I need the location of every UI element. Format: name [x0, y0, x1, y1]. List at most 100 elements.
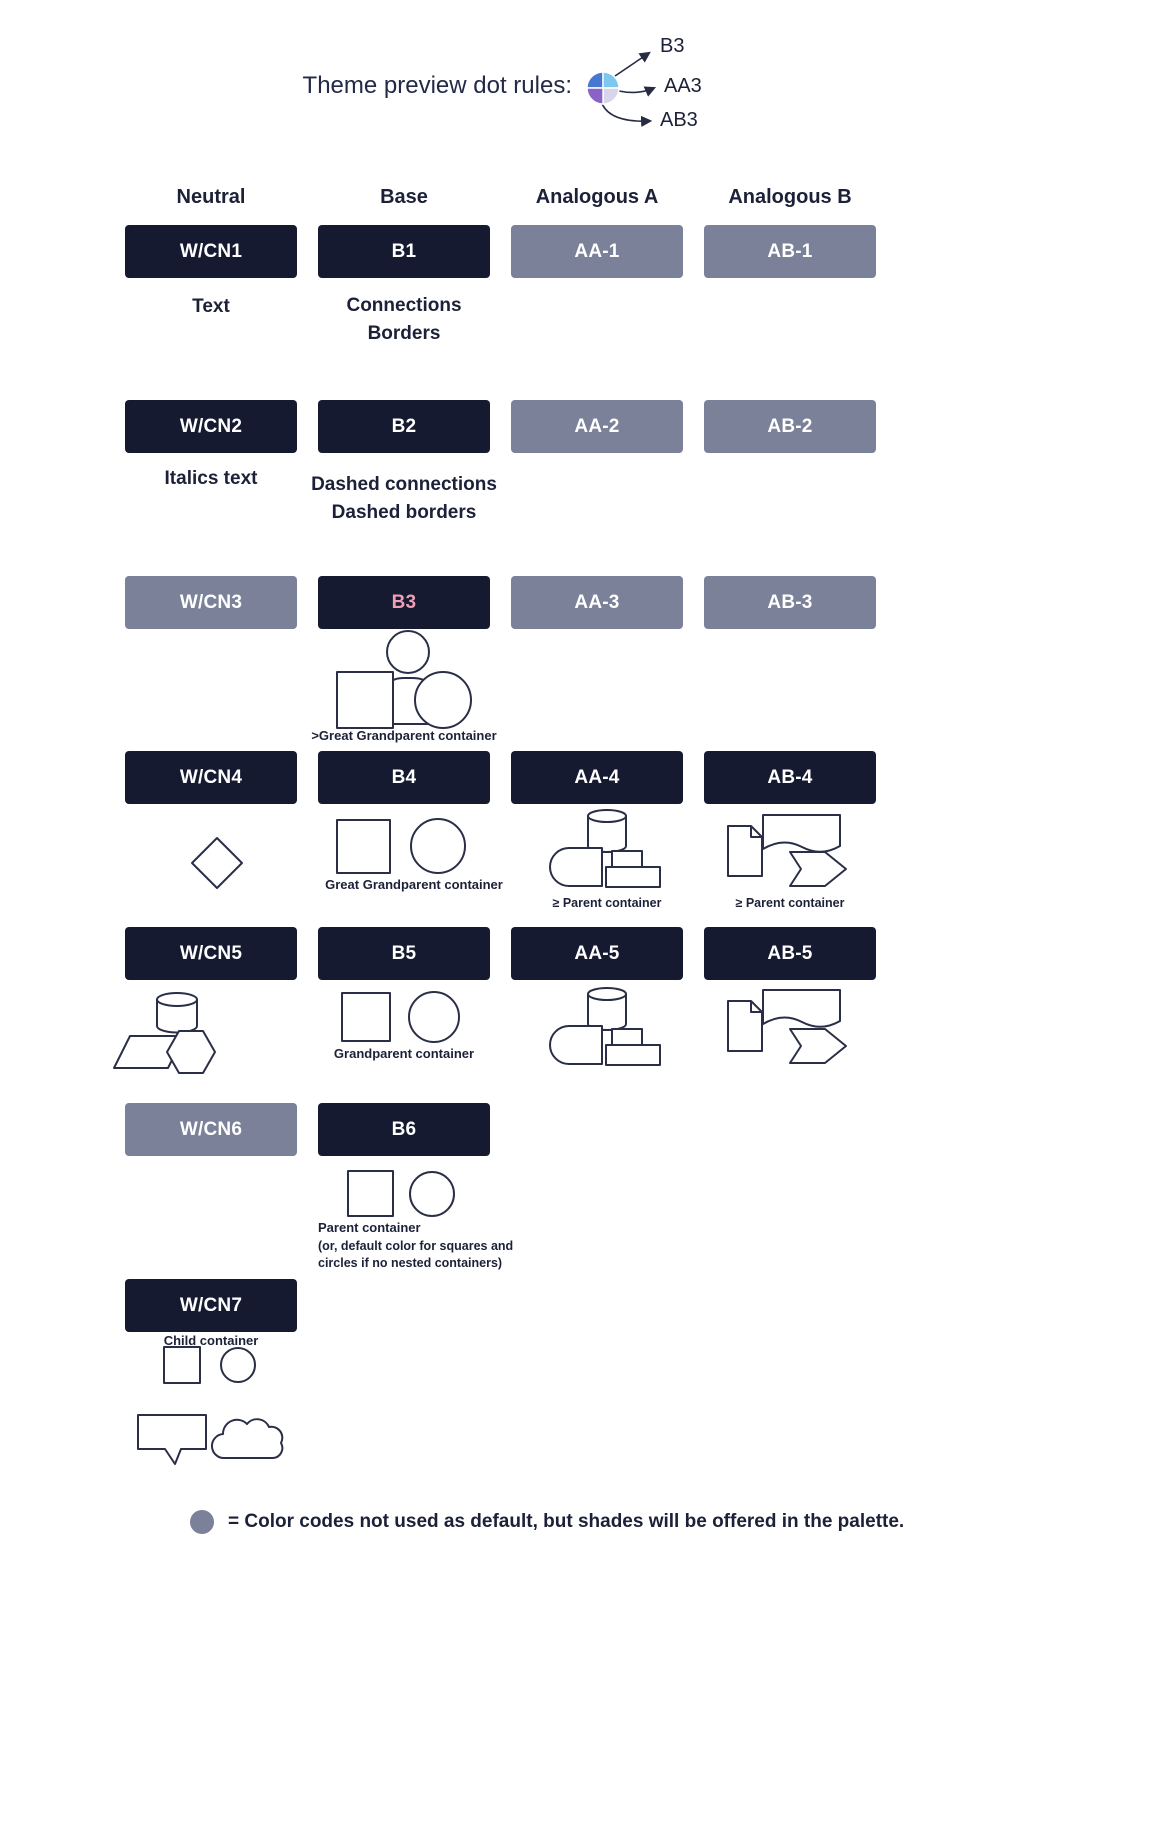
swatch-wcn4: W/CN4	[125, 751, 297, 804]
dogear-fold-icon	[750, 1001, 762, 1013]
cloud-icon	[211, 1418, 284, 1460]
swatch-wcn7: W/CN7	[125, 1279, 297, 1332]
swatch-ab3: AB-3	[704, 576, 876, 629]
shape-cluster-aa4	[549, 809, 661, 888]
square-icon	[336, 819, 391, 874]
caption-great-grandparent: Great Grandparent container	[325, 877, 503, 892]
square-icon	[336, 671, 394, 729]
legend-dot	[190, 1510, 214, 1534]
shape-cluster-wcn5	[113, 992, 216, 1074]
square-icon	[163, 1346, 201, 1384]
wide-rect-icon	[605, 866, 661, 888]
caption-great-grandparent-gt: >Great Grandparent container	[311, 728, 497, 743]
dot-slice-bottom-right	[602, 87, 620, 105]
swatch-aa1: AA-1	[511, 225, 683, 278]
dogear-page-icon	[727, 1000, 763, 1052]
caption-child: Child container	[163, 1333, 259, 1348]
hexagon-icon	[166, 1030, 216, 1074]
caption-parent-note: (or, default color for squares and circl…	[318, 1239, 514, 1270]
caption-italics-text: Italics text	[164, 468, 258, 489]
dot-label-b3: B3	[660, 35, 685, 57]
shape-cluster-b6	[347, 1170, 455, 1217]
arrow-to-ab3	[600, 100, 653, 128]
swatch-b3: B3	[318, 576, 490, 629]
caption-dashed-connections: Dashed connections	[311, 474, 497, 495]
swatch-wcn6: W/CN6	[125, 1103, 297, 1156]
shape-cluster-ab5	[727, 989, 847, 1064]
small-rect-icon	[611, 1028, 643, 1046]
swatch-wcn2: W/CN2	[125, 400, 297, 453]
swatch-b2: B2	[318, 400, 490, 453]
diamond-icon	[191, 837, 243, 889]
dot-label-ab3: AB3	[660, 109, 698, 131]
swatch-wcn3: W/CN3	[125, 576, 297, 629]
dot-slice-bottom-left	[586, 87, 604, 105]
cylinder-top-icon	[587, 809, 627, 823]
shape-cluster-wcn4-diamond	[191, 837, 243, 889]
caption-parent: Parent container	[318, 1220, 421, 1235]
caption-text: Text	[192, 296, 230, 317]
shape-cluster-wcn7-pair	[163, 1346, 256, 1384]
swatch-aa5: AA-5	[511, 927, 683, 980]
caption-ge-parent-aa: ≥ Parent container	[552, 896, 662, 910]
swatch-ab1: AB-1	[704, 225, 876, 278]
dogear-page-icon	[727, 825, 763, 877]
shape-cluster-b5	[341, 991, 460, 1043]
cylinder-top-icon	[156, 992, 198, 1007]
circle-icon	[409, 1171, 455, 1217]
wavy-document-icon	[762, 814, 841, 853]
swatch-ab4: AB-4	[704, 751, 876, 804]
shape-cluster-ab4	[727, 814, 847, 887]
arrow-to-b3	[614, 51, 651, 77]
swatch-b4: B4	[318, 751, 490, 804]
theme-dot-arrows-diagram	[586, 51, 657, 128]
caption-connections: Connections	[346, 295, 462, 316]
caption-dashed-borders: Dashed borders	[331, 502, 477, 523]
swatch-aa4: AA-4	[511, 751, 683, 804]
circle-icon	[408, 991, 460, 1043]
column-header-analogous-a: Analogous A	[535, 186, 659, 208]
caption-ge-parent-ab: ≥ Parent container	[735, 896, 845, 910]
wavy-document-icon	[762, 989, 841, 1028]
theme-preview-dot-icon	[586, 71, 620, 105]
speech-bubble-icon	[137, 1414, 207, 1465]
swatch-b6: B6	[318, 1103, 490, 1156]
capsule-icon	[549, 847, 603, 887]
square-icon	[347, 1170, 394, 1217]
swatch-aa2: AA-2	[511, 400, 683, 453]
swatch-b1: B1	[318, 225, 490, 278]
dogear-fold-icon	[750, 826, 762, 838]
capsule-icon	[549, 1025, 603, 1065]
swatch-ab2: AB-2	[704, 400, 876, 453]
shape-cluster-wcn7-bubble-cloud	[137, 1414, 284, 1465]
caption-grandparent: Grandparent container	[333, 1046, 475, 1061]
page-title: Theme preview dot rules:	[302, 72, 572, 99]
circle-icon	[414, 671, 472, 729]
square-icon	[341, 992, 391, 1042]
column-header-analogous-b: Analogous B	[728, 186, 852, 208]
column-header-neutral: Neutral	[176, 186, 246, 208]
wide-rect-icon	[605, 1044, 661, 1066]
legend-text: = Color codes not used as default, but s…	[228, 1511, 905, 1532]
swatch-wcn5: W/CN5	[125, 927, 297, 980]
chevron-icon	[789, 851, 847, 887]
circle-icon	[220, 1347, 256, 1383]
small-rect-icon	[611, 850, 643, 868]
parallelogram-icon	[113, 1035, 185, 1069]
swatch-b5: B5	[318, 927, 490, 980]
dot-label-aa3: AA3	[664, 75, 702, 97]
chevron-icon	[789, 1028, 847, 1064]
person-head-icon	[386, 630, 430, 674]
arrow-to-aa3	[618, 86, 657, 97]
caption-borders: Borders	[367, 323, 441, 344]
dot-slice-top-left	[586, 71, 604, 89]
circle-icon	[410, 818, 466, 874]
shape-cluster-b4	[336, 818, 466, 874]
swatch-ab5: AB-5	[704, 927, 876, 980]
shape-cluster-b3-person	[336, 630, 472, 729]
swatch-aa3: AA-3	[511, 576, 683, 629]
shape-cluster-aa5	[549, 987, 661, 1066]
swatch-wcn1: W/CN1	[125, 225, 297, 278]
column-header-base: Base	[380, 186, 428, 208]
